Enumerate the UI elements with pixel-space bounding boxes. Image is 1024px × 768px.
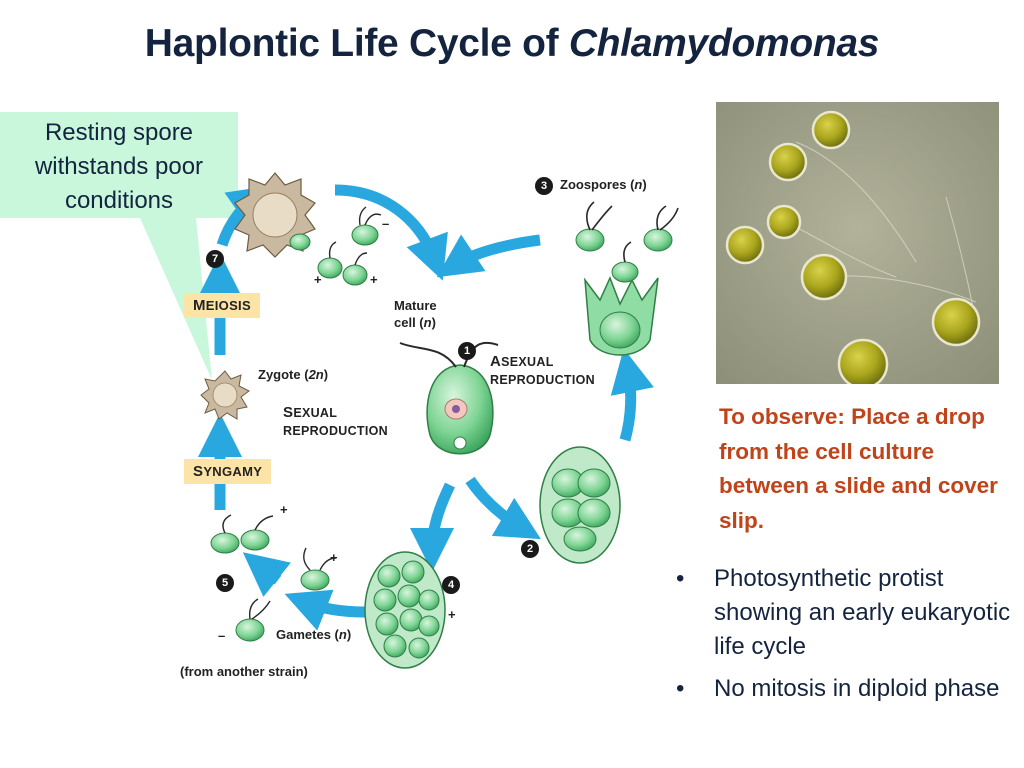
micrograph-photo [716, 102, 999, 384]
step-2-marker: 2 [521, 540, 539, 558]
arrow-mature-to-division [465, 476, 541, 540]
callout-line: withstands poor [34, 153, 204, 180]
arrow-mature-to-gametes [410, 482, 455, 572]
dividing-cell [539, 446, 621, 564]
sign-minus: – [382, 216, 390, 231]
label-asexual-reproduction: ASEXUAL REPRODUCTION [490, 353, 595, 387]
bullet-list: •Photosynthetic protist showing an early… [676, 562, 1016, 714]
diagram-artwork [198, 172, 679, 669]
zygote [200, 370, 250, 420]
badge-syngamy: SYNGAMY [184, 459, 272, 484]
bullet-item: •Photosynthetic protist showing an early… [676, 562, 1016, 664]
bullet-marker: • [676, 565, 685, 592]
arrow-gamete-diagonal [242, 552, 291, 597]
callout-line: Resting spore [44, 119, 194, 146]
sign-plus: + [280, 502, 288, 517]
page-title: Haplontic Life Cycle of Chlamydomonas [0, 22, 1024, 66]
title-italic: Chlamydomonas [568, 22, 880, 65]
badge-meiosis: MEIOSIS [184, 293, 260, 318]
label-from-another-strain: (from another strain) [180, 664, 308, 679]
bullet-item: •No mitosis in diploid phase [676, 672, 1016, 706]
callout-resting-spore: Resting spore withstands poor conditions [0, 112, 238, 218]
step-3-marker: 3 [535, 177, 553, 195]
step-4-marker: 4 [442, 576, 460, 594]
observe-instructions: To observe: Place a drop from the cell c… [719, 404, 998, 533]
sign-plus: + [330, 550, 338, 565]
sign-minus: – [218, 628, 226, 643]
arrow-meiosis-to-gametes [334, 184, 448, 281]
zoospore-release [575, 201, 679, 356]
label-mature-cell: Mature cell (n) [394, 298, 437, 330]
gamete-forming-cell [364, 551, 446, 669]
step-5-marker: 5 [216, 574, 234, 592]
sign-plus: + [314, 272, 322, 287]
arrow-right-up [610, 348, 654, 442]
arrow-gametes-to-fusion [284, 589, 366, 631]
label-gametes: Gametes (n) [276, 627, 352, 642]
bullet-marker: • [676, 675, 685, 702]
title-text: Haplontic Life Cycle of [144, 22, 559, 65]
label-zoospores: Zoospores (n) [560, 177, 647, 192]
fusing-gametes [210, 514, 337, 642]
micrograph-image [716, 102, 999, 384]
step-1-marker: 1 [458, 342, 476, 360]
arrow-zoospores-to-mature [436, 234, 541, 278]
meiosis-daughter-cells [289, 206, 382, 286]
mature-cell [399, 341, 499, 455]
step-7-marker: 7 [206, 250, 224, 268]
label-zygote: Zygote (2n) [258, 367, 329, 382]
sign-plus: + [370, 272, 378, 287]
label-sexual-reproduction: SEXUAL REPRODUCTION [283, 404, 388, 438]
life-cycle-diagram: 7 1 2 3 4 5 Zoospores (n) Mature cell (n… [170, 150, 715, 690]
callout-line: conditions [64, 187, 174, 214]
sign-plus: + [448, 607, 456, 622]
